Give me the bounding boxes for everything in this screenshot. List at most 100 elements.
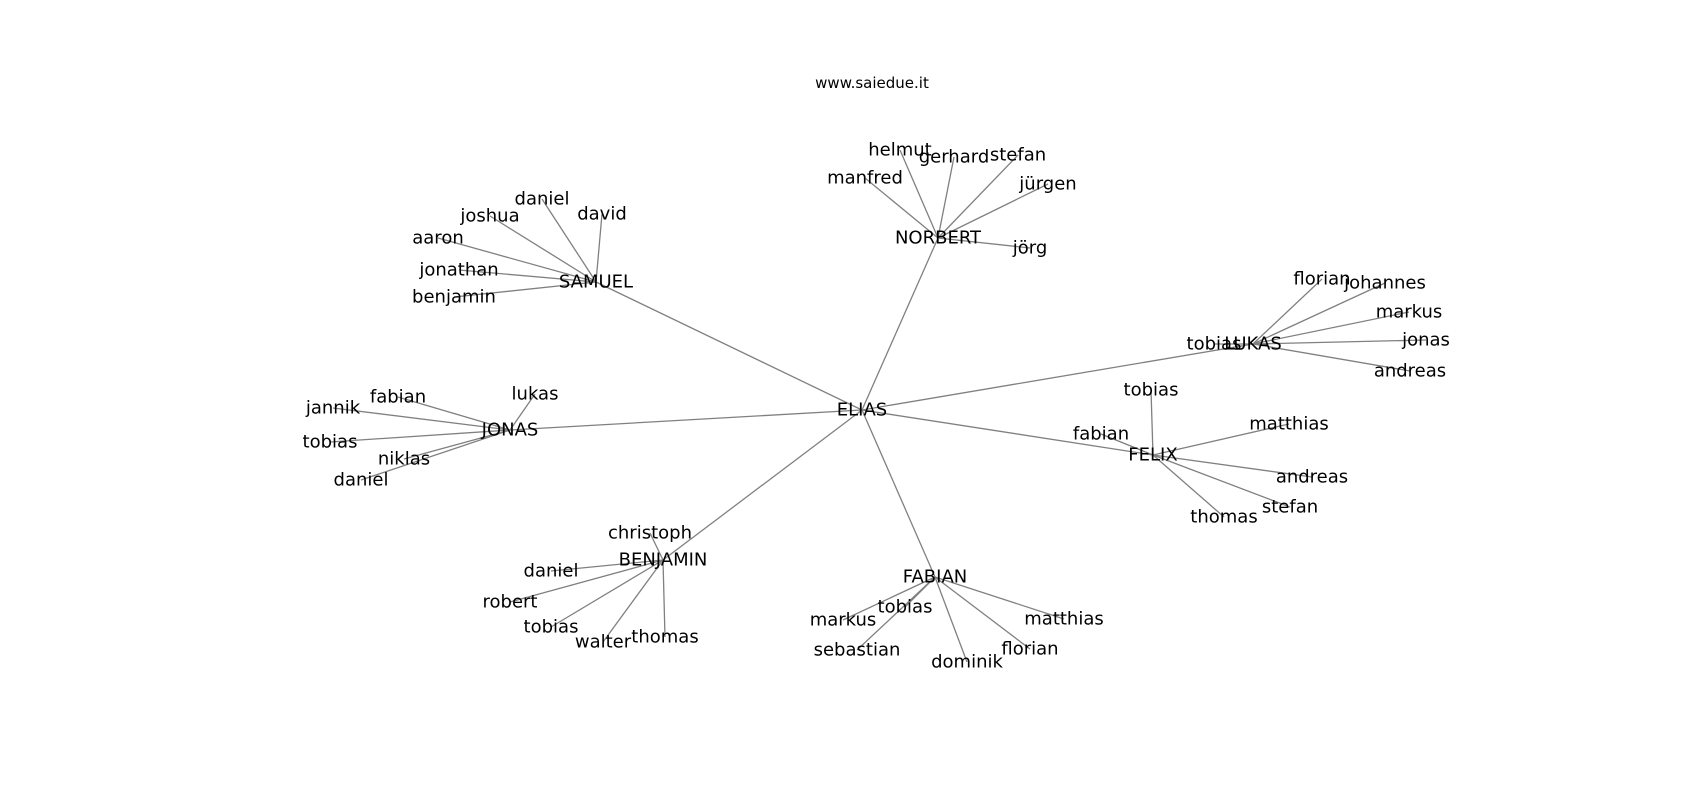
edge-benjamin-walter (602, 559, 664, 643)
edge-norbert-gerhard (937, 156, 955, 239)
edge-felix-fabian (1100, 433, 1154, 456)
edge-norbert-manfred (864, 177, 939, 239)
node-leaf-norbert-gerhard: gerhard (919, 147, 990, 168)
node-leaf-fabian-florian: florian (1001, 639, 1058, 660)
edge-jonas-fabian (397, 396, 511, 431)
node-leaf-benjamin-tobias: tobias (524, 617, 579, 638)
diagram-title: www.saiedue.it (815, 74, 929, 92)
node-leaf-jonas-fabian: fabian (370, 387, 426, 408)
edge-benjamin-daniel (550, 559, 664, 572)
node-leaf-fabian-markus: markus (810, 610, 877, 631)
node-leaf-fabian-matthias: matthias (1024, 609, 1104, 630)
node-leaf-fabian-tobias: tobias (878, 597, 933, 618)
edge-fabian-matthias (934, 576, 1065, 620)
edge-lukas-jonas (1252, 339, 1427, 345)
edge-samuel-joshua (489, 215, 597, 283)
edge-center-felix (861, 409, 1154, 456)
edge-center-benjamin (662, 409, 863, 561)
node-leaf-jonas-tobias: tobias (303, 432, 358, 453)
node-leaf-felix-matthias: matthias (1249, 414, 1329, 435)
edge-benjamin-tobias (550, 559, 664, 628)
node-leaf-jonas-daniel: daniel (334, 470, 389, 491)
edge-fabian-dominik (934, 576, 968, 663)
node-leaf-felix-thomas: thomas (1190, 507, 1257, 528)
edge-lukas-andreas (1252, 343, 1411, 372)
edge-jonas-daniel (360, 429, 511, 481)
node-leaf-jonas-lukas: lukas (512, 384, 559, 405)
node-leaf-norbert-jorg: jörg (1012, 238, 1048, 259)
node-hub-jonas: JONAS (481, 420, 539, 441)
edge-fabian-sebastian (856, 576, 936, 651)
node-hub-benjamin: BENJAMIN (619, 550, 708, 571)
node-hub-felix: FELIX (1128, 445, 1177, 466)
edge-samuel-daniel (541, 198, 597, 283)
edge-felix-tobias (1150, 389, 1154, 456)
node-leaf-felix-fabian: fabian (1073, 424, 1129, 445)
edge-felix-stefan (1152, 454, 1291, 508)
edge-felix-matthias (1152, 423, 1290, 456)
node-leaf-benjamin-thomas: thomas (631, 627, 698, 648)
node-leaf-norbert-stefan: stefan (990, 145, 1046, 166)
edge-lukas-florian (1252, 278, 1323, 345)
node-leaf-lukas-jonas: jonas (1401, 330, 1450, 351)
edge-lukas-markus (1252, 311, 1410, 345)
node-leaf-felix-tobias: tobias (1124, 380, 1179, 401)
edge-benjamin-robert (509, 559, 664, 603)
node-leaf-samuel-david: david (577, 204, 627, 225)
edge-samuel-benjamin (453, 281, 597, 298)
node-leaf-lukas-tobias: tobias (1187, 334, 1242, 355)
edge-fabian-markus (842, 576, 936, 621)
edge-center-fabian (861, 409, 936, 578)
edge-jonas-lukas (509, 393, 536, 431)
node-leaf-lukas-johannes: johannes (1343, 273, 1426, 294)
node-leaf-fabian-sebastian: sebastian (814, 640, 901, 661)
edge-felix-thomas (1152, 454, 1225, 518)
edge-benjamin-christoph (649, 532, 664, 561)
edge-samuel-jonathan (458, 269, 597, 283)
edge-felix-andreas (1152, 454, 1313, 478)
node-hub-norbert: NORBERT (895, 228, 982, 249)
edge-jonas-tobias (329, 429, 511, 443)
node-leaf-benjamin-robert: robert (483, 592, 538, 613)
edge-center-norbert (861, 237, 939, 411)
node-hub-lukas: LUKAS (1224, 334, 1282, 355)
node-leaf-lukas-florian: florian (1293, 269, 1350, 290)
node-leaf-lukas-markus: markus (1376, 302, 1443, 323)
edge-benjamin-thomas (662, 559, 666, 638)
node-leaf-jonas-niklas: niklas (378, 449, 430, 470)
node-leaf-samuel-joshua: joshua (459, 206, 519, 227)
edge-center-lukas (861, 343, 1254, 411)
edges-layer (329, 149, 1427, 663)
edge-norbert-jurgen (937, 183, 1049, 239)
node-leaf-fabian-dominik: dominik (931, 652, 1003, 673)
edge-norbert-jorg (937, 237, 1031, 249)
edge-jonas-niklas (403, 429, 511, 460)
edge-lukas-johannes (1252, 282, 1386, 345)
edge-jonas-jannik (332, 407, 511, 431)
edge-samuel-aaron (437, 237, 597, 283)
node-leaf-lukas-andreas: andreas (1374, 361, 1446, 382)
node-center-elias: ELIAS (837, 400, 887, 421)
node-leaf-norbert-jurgen: jürgen (1018, 174, 1076, 195)
node-leaf-norbert-manfred: manfred (827, 168, 903, 189)
node-leaf-samuel-jonathan: jonathan (418, 260, 498, 281)
node-hub-samuel: SAMUEL (559, 272, 633, 293)
node-leaf-samuel-benjamin: benjamin (412, 287, 496, 308)
node-hub-fabian: FABIAN (903, 567, 967, 588)
node-leaf-norbert-helmut: helmut (868, 140, 931, 161)
node-leaf-benjamin-walter: walter (575, 632, 632, 653)
edge-norbert-stefan (937, 154, 1019, 239)
node-leaf-felix-andreas: andreas (1276, 467, 1348, 488)
node-leaf-felix-stefan: stefan (1262, 497, 1318, 518)
node-leaf-benjamin-christoph: christoph (608, 523, 692, 544)
node-leaf-benjamin-daniel: daniel (524, 561, 579, 582)
node-leaf-samuel-daniel: daniel (515, 189, 570, 210)
edge-center-jonas (509, 409, 863, 431)
edge-norbert-helmut (899, 149, 939, 239)
edge-fabian-florian (934, 576, 1031, 650)
node-leaf-samuel-aaron: aaron (412, 228, 464, 249)
edge-center-samuel (595, 281, 863, 411)
edge-samuel-david (595, 213, 603, 283)
